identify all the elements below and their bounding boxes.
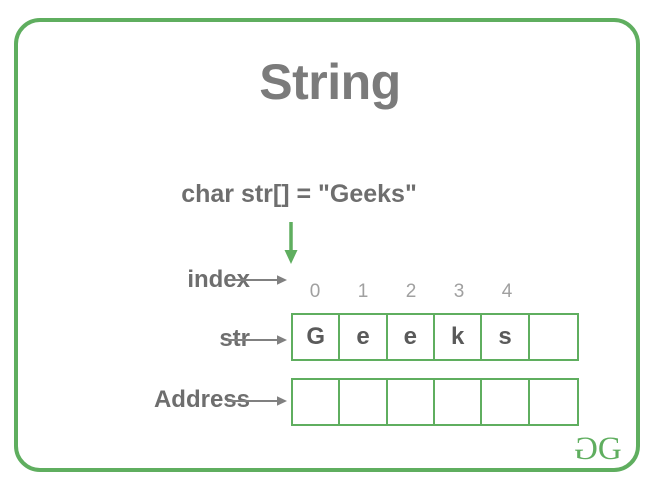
index-cell: 3 (453, 281, 465, 302)
address-cell (435, 380, 483, 424)
logo-mirrored-g: G (575, 431, 598, 467)
str-cell: e (388, 315, 436, 359)
index-right-arrow-icon (227, 273, 287, 287)
index-cell (531, 278, 579, 306)
address-cell (388, 380, 436, 424)
address-cell (482, 380, 530, 424)
address-cell (530, 380, 577, 424)
index-cell: 1 (357, 281, 369, 302)
str-cell (530, 315, 577, 359)
address-cell (293, 380, 341, 424)
address-row-label: Address (153, 386, 250, 413)
logo-g: G (597, 431, 622, 467)
str-right-arrow-icon (227, 333, 287, 347)
index-cell: 2 (405, 281, 417, 302)
address-right-arrow-icon (227, 394, 287, 408)
geeksforgeeks-logo: GG (575, 431, 631, 467)
index-row-label: index (187, 266, 250, 293)
index-row: 0 1 2 3 4 (291, 278, 579, 306)
str-array-row: G e e k s (291, 313, 579, 361)
str-cell: k (435, 315, 483, 359)
address-cell (340, 380, 388, 424)
address-array-row (291, 378, 579, 426)
str-cell: G (293, 315, 341, 359)
page-title: String (259, 54, 401, 110)
index-cell: 0 (309, 281, 321, 302)
code-declaration: char str[] = "Geeks" (181, 180, 417, 208)
index-cell: 4 (501, 281, 513, 302)
str-row-label: str (219, 325, 250, 352)
str-cell: s (482, 315, 530, 359)
green-down-arrow-icon (283, 222, 299, 264)
str-cell: e (340, 315, 388, 359)
array-diagram: 0 1 2 3 4 G e e k s (291, 278, 579, 426)
